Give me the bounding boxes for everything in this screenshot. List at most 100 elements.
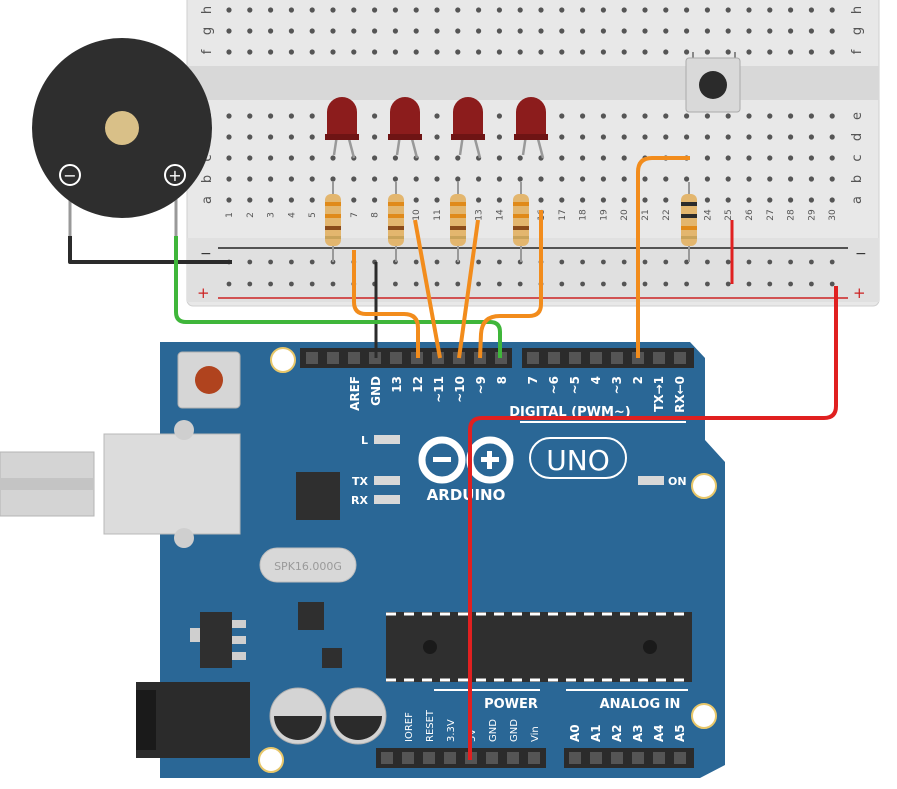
rail-hole bbox=[517, 281, 523, 287]
rail-plus-right: + bbox=[853, 284, 866, 302]
buzzer-minus-terminal bbox=[59, 164, 81, 186]
breadboard-hole bbox=[247, 134, 253, 140]
breadboard-hole bbox=[309, 155, 315, 161]
breadboard-hole bbox=[746, 113, 752, 119]
breadboard-hole bbox=[621, 7, 627, 13]
power-pin-label: 3.3V bbox=[446, 719, 457, 742]
header-pin bbox=[590, 352, 602, 364]
rail-hole bbox=[268, 281, 273, 287]
rail-hole bbox=[684, 281, 689, 287]
rail-hole bbox=[330, 281, 336, 287]
digital-pin-label: ~5 bbox=[568, 376, 582, 394]
header-pin bbox=[569, 352, 581, 364]
rail-hole bbox=[621, 281, 627, 287]
breadboard-hole bbox=[392, 49, 398, 55]
breadboard-hole bbox=[559, 134, 565, 140]
breadboard-hole bbox=[496, 49, 502, 55]
breadboard-hole bbox=[413, 197, 419, 203]
breadboard-hole bbox=[372, 155, 378, 161]
rail-hole bbox=[497, 259, 502, 265]
rail-hole bbox=[309, 281, 315, 287]
breadboard-hole bbox=[372, 176, 378, 182]
breadboard-hole bbox=[600, 49, 607, 55]
red-led bbox=[514, 97, 548, 159]
breadboard-hole bbox=[351, 197, 357, 203]
breadboard-hole bbox=[455, 155, 461, 161]
led-indicator-on: ON bbox=[638, 475, 687, 488]
breadboard-hole bbox=[704, 7, 711, 13]
breadboard-hole bbox=[600, 176, 607, 182]
breadboard-hole bbox=[829, 49, 835, 55]
breadboard-hole bbox=[288, 113, 294, 119]
breadboard-hole bbox=[788, 113, 794, 119]
analog-pin-label: A0 bbox=[568, 724, 582, 742]
row-label: b bbox=[200, 175, 215, 183]
breadboard-hole bbox=[496, 28, 502, 34]
breadboard-hole bbox=[580, 49, 586, 55]
reset-button[interactable] bbox=[177, 351, 241, 409]
breadboard-hole bbox=[580, 113, 586, 119]
breadboard-hole bbox=[559, 197, 565, 203]
column-number: 24 bbox=[703, 209, 713, 221]
rail-hole bbox=[663, 259, 669, 265]
breadboard-hole bbox=[642, 197, 648, 203]
breadboard-hole bbox=[746, 155, 752, 161]
rail-hole bbox=[455, 281, 461, 287]
breadboard-hole bbox=[767, 7, 773, 13]
rail-hole bbox=[434, 259, 440, 265]
breadboard-hole bbox=[580, 176, 586, 182]
breadboard-hole bbox=[725, 49, 731, 55]
digital-pin-label: ~6 bbox=[547, 376, 561, 394]
analog-pin-label: A5 bbox=[673, 724, 687, 742]
row-label: c bbox=[200, 154, 215, 161]
breadboard-hole bbox=[767, 49, 773, 55]
header-pin bbox=[486, 752, 498, 764]
digital-pin-label: 8 bbox=[495, 376, 509, 384]
breadboard-hole bbox=[226, 28, 232, 34]
column-number: 1 bbox=[225, 212, 235, 218]
breadboard-hole bbox=[392, 28, 398, 34]
breadboard-hole bbox=[434, 28, 440, 34]
breadboard-hole bbox=[808, 113, 815, 119]
breadboard-hole bbox=[517, 7, 523, 13]
rail-hole bbox=[497, 281, 502, 287]
column-number: 10 bbox=[412, 209, 422, 221]
breadboard-hole bbox=[309, 197, 315, 203]
breadboard-hole bbox=[580, 28, 586, 34]
row-label: b bbox=[850, 175, 865, 183]
breadboard-hole bbox=[226, 7, 232, 13]
breadboard-hole bbox=[455, 7, 461, 13]
breadboard-hole bbox=[600, 134, 607, 140]
breadboard-hole bbox=[330, 49, 336, 55]
breadboard-hole bbox=[268, 49, 274, 55]
breadboard-hole bbox=[684, 134, 690, 140]
pushbutton[interactable] bbox=[685, 52, 741, 113]
row-label: g bbox=[850, 27, 865, 35]
breadboard-hole bbox=[600, 113, 607, 119]
breadboard-hole bbox=[476, 7, 482, 13]
led-resistor bbox=[513, 182, 529, 262]
row-label: a bbox=[850, 196, 865, 204]
breadboard-hole bbox=[309, 28, 315, 34]
breadboard-hole bbox=[247, 7, 253, 13]
header-pin bbox=[402, 752, 414, 764]
breadboard-hole bbox=[808, 7, 815, 13]
breadboard-hole bbox=[288, 49, 294, 55]
breadboard-hole bbox=[767, 155, 773, 161]
wire-led3-pin10 bbox=[457, 219, 480, 359]
wires bbox=[68, 156, 838, 760]
column-number: 11 bbox=[433, 209, 443, 220]
breadboard-hole bbox=[621, 134, 627, 140]
breadboard-hole bbox=[288, 176, 294, 182]
breadboard-hole bbox=[788, 49, 794, 55]
header-pin bbox=[590, 752, 602, 764]
breadboard-hole bbox=[392, 176, 398, 182]
column-number: 25 bbox=[724, 209, 734, 220]
breadboard-hole bbox=[788, 134, 794, 140]
breadboard-hole bbox=[476, 176, 482, 182]
breadboard-hole bbox=[226, 49, 232, 55]
breadboard-hole bbox=[330, 28, 336, 34]
rail-hole bbox=[226, 281, 232, 287]
breadboard-hole bbox=[309, 49, 315, 55]
